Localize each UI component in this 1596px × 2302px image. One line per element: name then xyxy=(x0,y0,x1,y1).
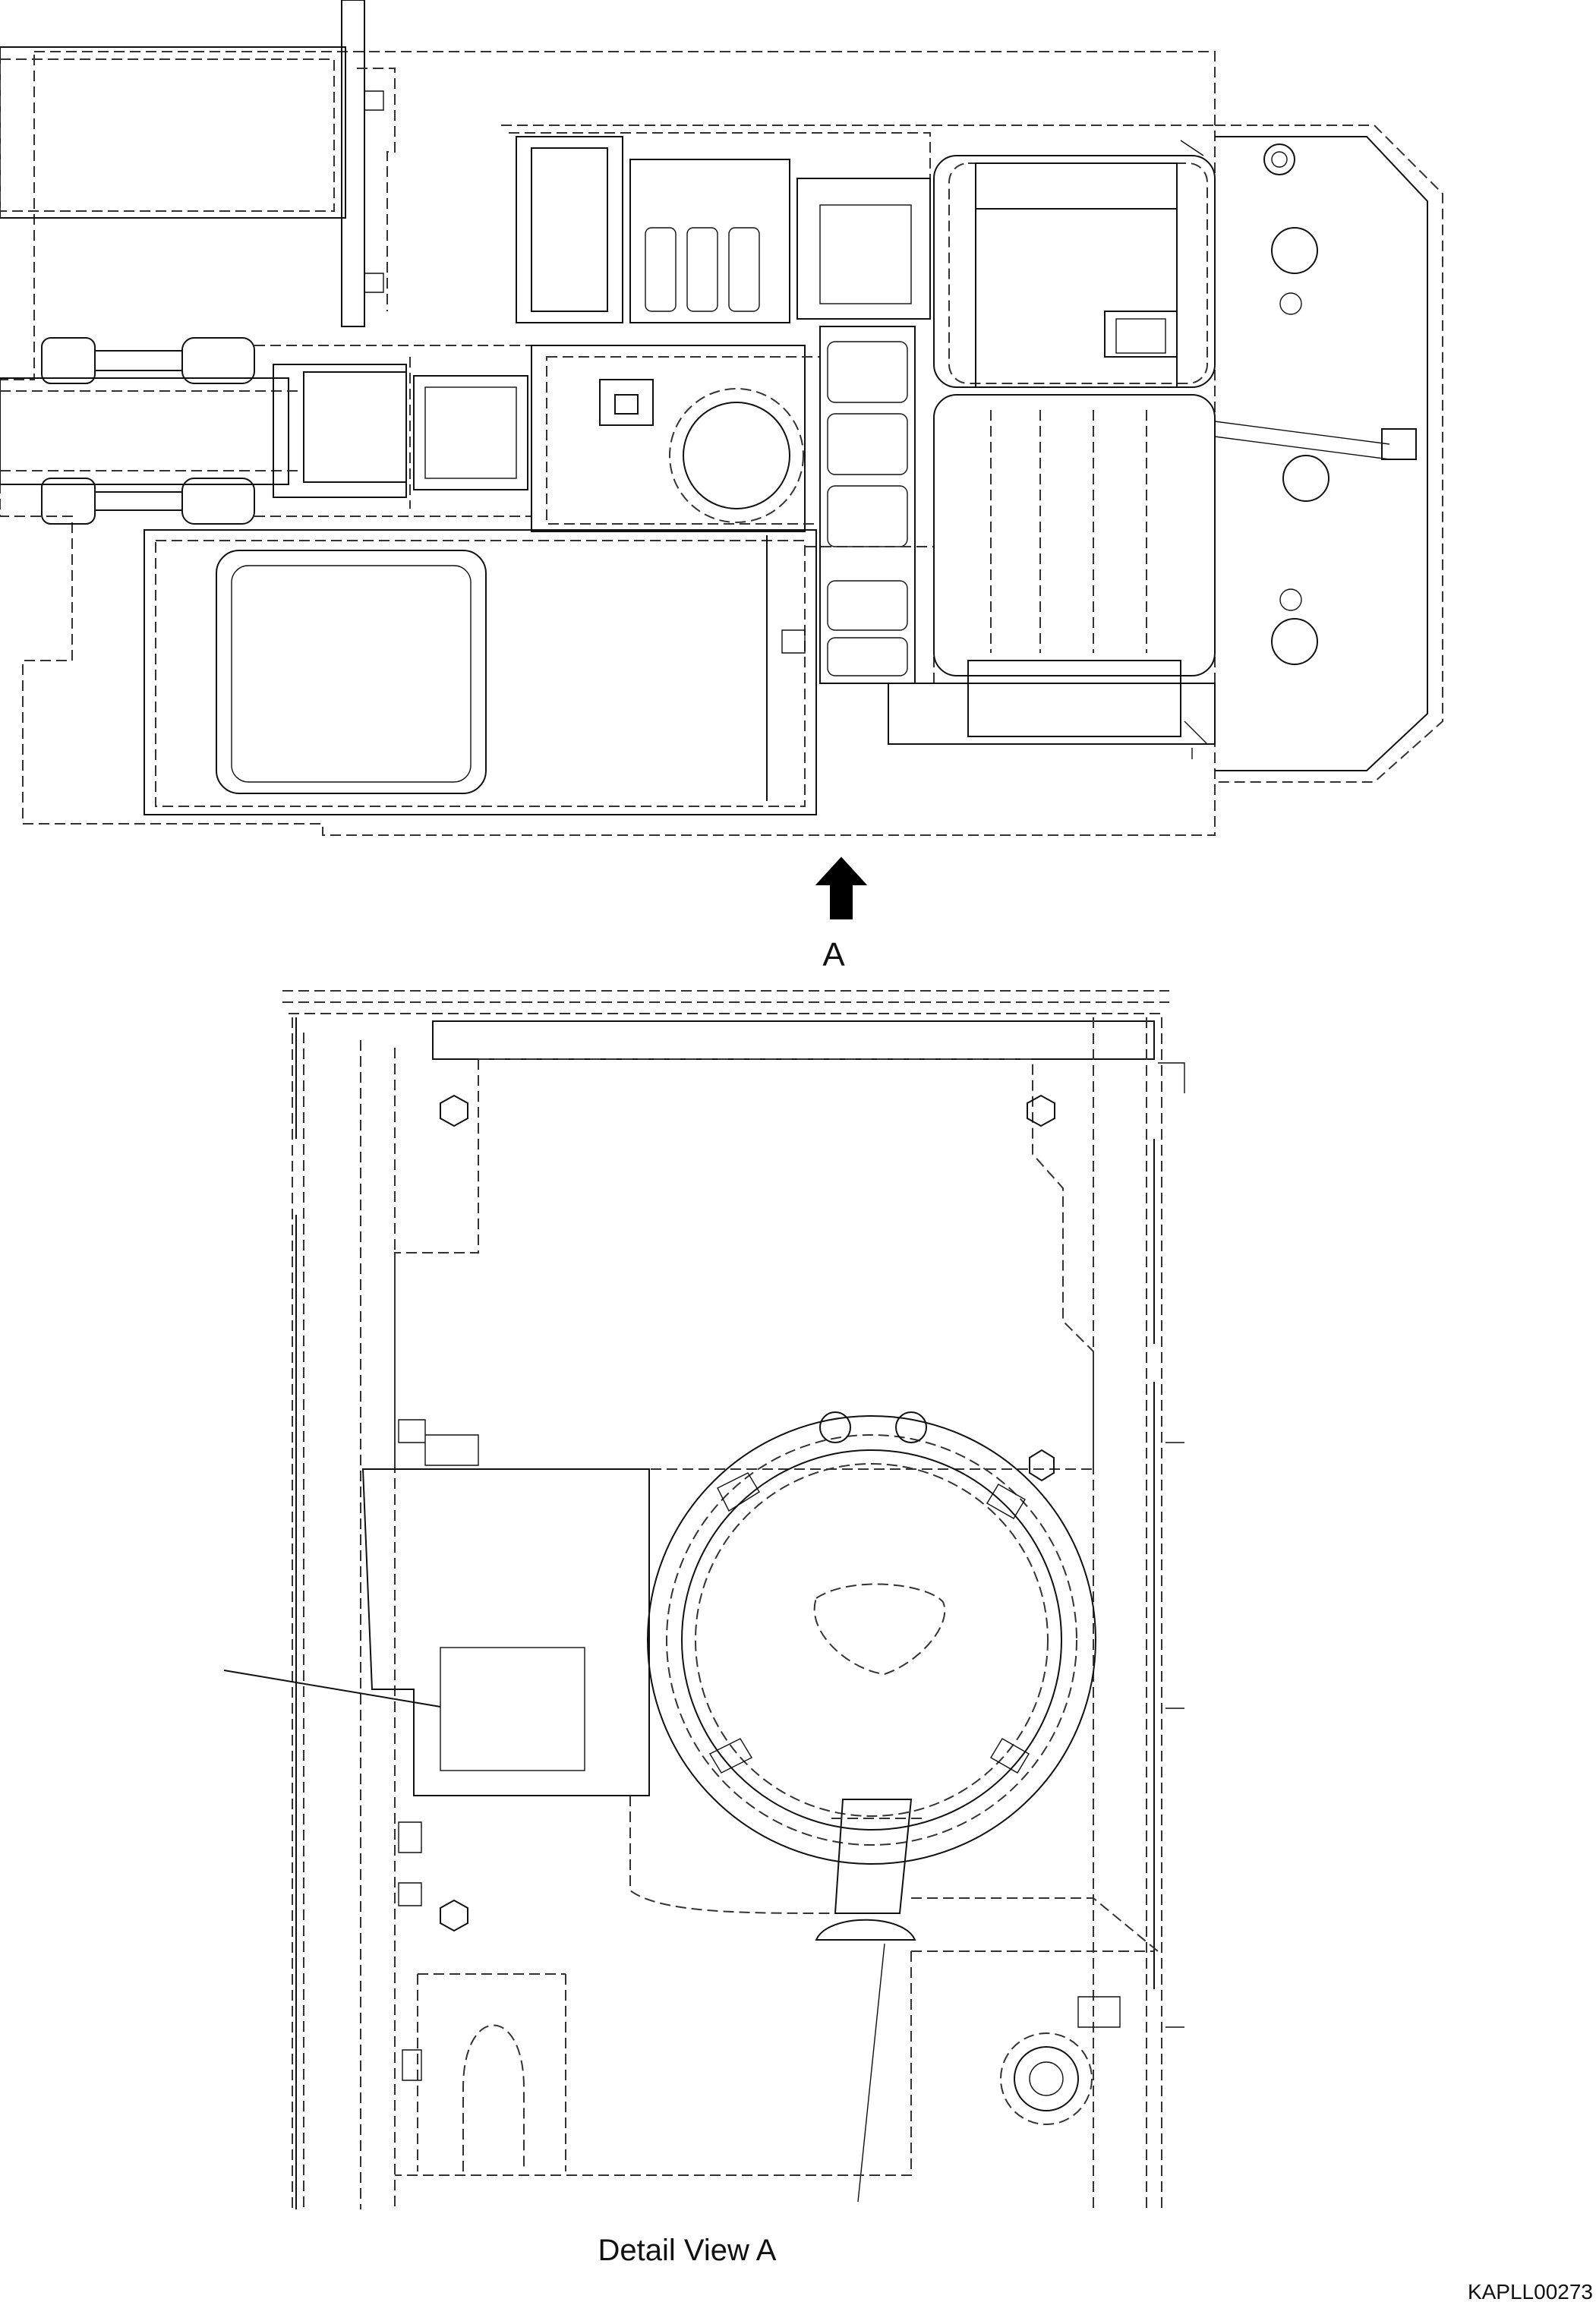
operator-cab xyxy=(144,529,817,815)
upper-compartment xyxy=(501,125,1215,323)
detail-view-a xyxy=(223,990,1185,2209)
callout-leader-line xyxy=(223,1670,441,1708)
machine-top-view xyxy=(0,0,1443,836)
radiator-stack xyxy=(805,326,935,684)
arm-cylinders xyxy=(0,337,531,525)
drawing-code: KAPLL00273 xyxy=(1468,2280,1593,2302)
engine-room xyxy=(531,345,821,532)
detail-view-caption: Detail View A xyxy=(598,2234,777,2267)
air-cleaner xyxy=(647,1411,1096,1865)
counterweight xyxy=(1214,125,1443,783)
view-arrow-label: A xyxy=(822,936,845,973)
view-arrow-a xyxy=(815,856,868,919)
fuel-tank xyxy=(888,155,1216,745)
callout-box xyxy=(440,1647,585,1771)
